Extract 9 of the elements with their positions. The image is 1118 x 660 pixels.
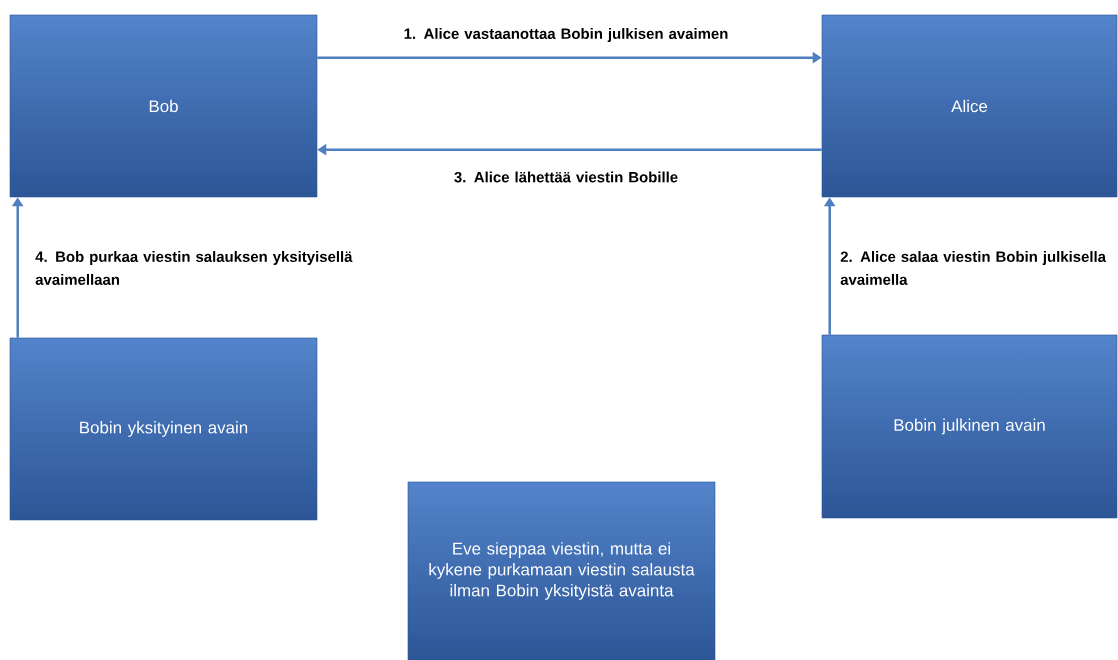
edge-label: 1. Alice vastaanottaa Bobin julkisen avaimen <box>404 28 728 42</box>
process-box: Bobin yksityinen avain <box>9 337 318 521</box>
process-box: Alice <box>821 14 1118 198</box>
process-box: Eve sieppaa viestin, mutta ei kykene purkamaan viestin salausta ilman Bobin yksityistä avainta <box>407 481 716 660</box>
edge-label: 3. Alice lähettää viestin Bobille <box>454 171 678 183</box>
process-box: Bobin julkinen avain <box>821 334 1118 519</box>
process-box: Bob <box>9 14 318 198</box>
edge-label: 4. Bob purkaa viestin salauksen yksityisellä avaimellaan <box>35 251 353 285</box>
edge-label: 2. Alice salaa viestin Bobin julkisella avaimella <box>840 251 1107 285</box>
